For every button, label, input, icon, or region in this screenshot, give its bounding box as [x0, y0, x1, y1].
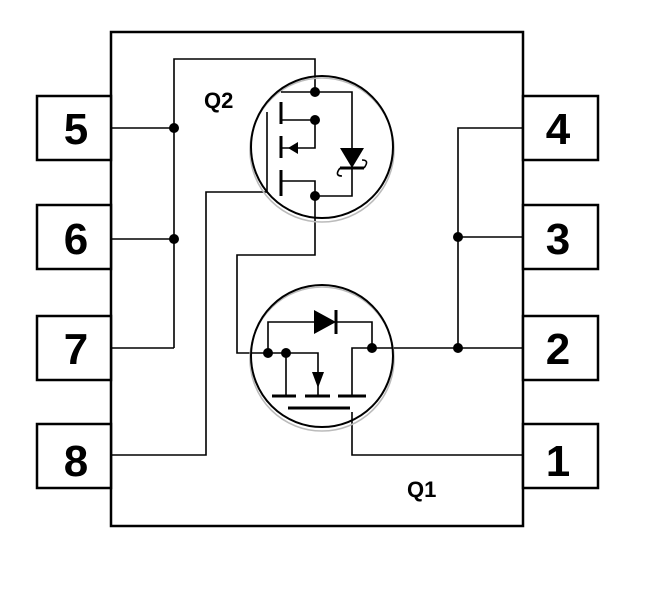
wiring-right-bus — [372, 127, 523, 353]
pin-2-label: 2 — [546, 325, 570, 374]
pin-6-label: 6 — [64, 215, 88, 264]
pin-1-label: 1 — [546, 437, 570, 486]
pin-5: 5 — [35, 94, 113, 162]
package-body — [109, 30, 525, 528]
pin-5-label: 5 — [64, 105, 88, 154]
pin-8-label: 8 — [64, 437, 88, 486]
pin-2: 2 — [521, 314, 600, 382]
pin-4-label: 4 — [546, 105, 571, 154]
wiring-pin8-gate — [111, 191, 267, 456]
wiring-pin1 — [351, 412, 523, 456]
pin-6: 6 — [35, 203, 113, 271]
pin-4: 4 — [521, 94, 600, 162]
pin-7-label: 7 — [64, 325, 88, 374]
wiring-q2-q1 — [236, 196, 316, 354]
q2-label: Q2 — [204, 88, 233, 113]
pin-3-label: 3 — [546, 215, 570, 264]
transistor-q1: Q1 — [249, 284, 436, 502]
transistor-q2: Q2 — [204, 75, 395, 223]
pin-8: 8 — [35, 422, 113, 490]
pin-1: 1 — [521, 422, 600, 490]
q1-label: Q1 — [407, 477, 436, 502]
pin-3: 3 — [521, 203, 600, 271]
pin-7: 7 — [35, 314, 113, 382]
